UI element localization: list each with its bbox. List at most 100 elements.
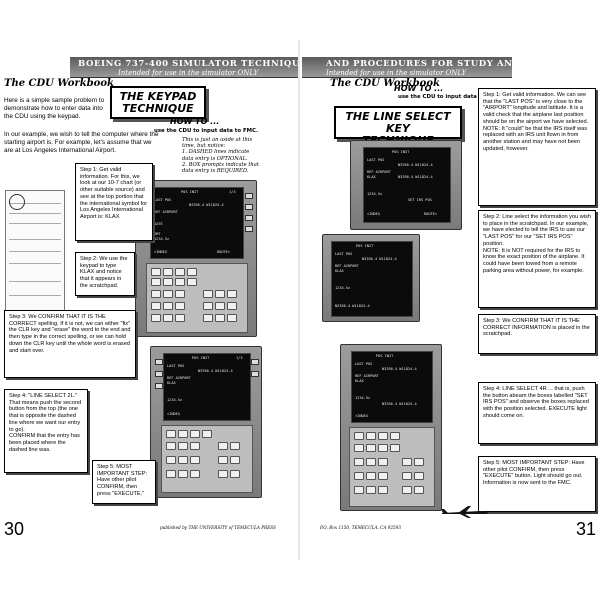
screen-last-pos-label-bottom: LAST POS [167,364,185,368]
keypad-key[interactable] [366,458,376,466]
keypad-key[interactable] [227,314,237,322]
howto-heading-right: HOW TO ... [394,84,444,93]
keypad-key[interactable] [163,268,173,276]
keypad-key[interactable] [366,472,376,480]
cdu-unit-top: POS INIT 1/3 LAST POS N3356.4 W11824.4 R… [135,180,257,337]
keypad-key[interactable] [354,458,364,466]
keypad-key[interactable] [354,486,364,494]
lsk-4r[interactable] [245,226,253,232]
keypad-key[interactable] [190,430,200,438]
screen-lat-lon-r1b: N3356.4 W11824.4 [398,175,433,179]
keypad-key[interactable] [354,444,364,452]
screen-index-prompt-bottom: <INDEX [167,412,180,416]
keypad-key[interactable] [227,302,237,310]
keypad-key[interactable] [218,456,228,464]
keypad-key[interactable] [151,290,161,298]
keypad-key[interactable] [178,456,188,464]
keypad-key[interactable] [203,302,213,310]
keypad-key[interactable] [151,314,161,322]
keypad-key[interactable] [163,290,173,298]
keypad-key[interactable] [178,470,188,478]
keypad-key[interactable] [190,456,200,464]
keypad-key[interactable] [187,278,197,286]
keypad-key[interactable] [378,486,388,494]
keypad-key[interactable] [378,444,388,452]
keypad-key[interactable] [390,444,400,452]
keypad-key[interactable] [163,314,173,322]
keypad-key[interactable] [414,486,424,494]
keypad-key[interactable] [414,472,424,480]
cdu-unit-right-1: POS INIT LAST POS N3356.4 W11824.4 REF A… [350,140,462,230]
right-header-subtitle: Intended for use in the simulator ONLY [326,69,467,77]
keypad-key[interactable] [166,430,176,438]
keypad-key[interactable] [215,302,225,310]
keypad-key[interactable] [378,458,388,466]
keypad-key[interactable] [354,472,364,480]
cdu-unit-right-2: POS INIT LAST POS N3356.4 W11824.4 REF A… [322,234,420,322]
keypad-key[interactable] [151,278,161,286]
keypad-key[interactable] [178,430,188,438]
keypad-key[interactable] [390,432,400,440]
right-header-band [302,57,512,78]
keypad-key[interactable] [190,442,200,450]
keypad-key[interactable] [175,268,185,276]
keypad-key[interactable] [215,314,225,322]
keypad-key[interactable] [402,458,412,466]
screen-gmt-label: GMT [154,232,161,236]
keypad-key[interactable] [190,470,200,478]
keypad-key[interactable] [166,470,176,478]
keypad-key[interactable] [187,268,197,276]
keypad-key[interactable] [354,432,364,440]
keypad-key[interactable] [230,456,240,464]
keypad-key[interactable] [378,432,388,440]
keypad-key[interactable] [178,442,188,450]
cdu-keypad-bottom [161,425,253,493]
keypad-key[interactable] [366,444,376,452]
lsk-1l-bottom[interactable] [155,359,163,365]
keypad-key[interactable] [203,314,213,322]
left-header-subtitle: Intended for use in the simulator ONLY [118,69,259,77]
lsk-3r[interactable] [245,215,253,221]
keypad-key[interactable] [230,442,240,450]
cdu-workbook-logo-right: The CDU Workbook [330,78,440,89]
keypad-key[interactable] [366,486,376,494]
keypad-key[interactable] [366,432,376,440]
keypad-key[interactable] [202,430,212,438]
keypad-key[interactable] [166,442,176,450]
cdu-keypad-right [349,427,435,507]
keypad-key[interactable] [402,486,412,494]
keypad-key[interactable] [402,472,412,480]
keypad-key[interactable] [163,302,173,310]
screen-last-pos-label: LAST POS [154,198,172,202]
keypad-key[interactable] [230,470,240,478]
keypad-key[interactable] [175,302,185,310]
lsk-2l-bottom[interactable] [155,371,163,377]
screen-lat-lon-bottom: N3356.4 W11824.4 [198,369,233,373]
keypad-key[interactable] [175,278,185,286]
keypad-key[interactable] [151,268,161,276]
keypad-key[interactable] [166,456,176,464]
keypad-key[interactable] [175,314,185,322]
keypad-key[interactable] [175,290,185,298]
keypad-key[interactable] [163,278,173,286]
keypad-key[interactable] [151,302,161,310]
keypad-key[interactable] [218,442,228,450]
lsk-1r[interactable] [245,193,253,199]
screen-ref-airport-r3: REF AIRPORT [355,374,379,378]
keypad-key[interactable] [215,290,225,298]
lsk-2r[interactable] [245,204,253,210]
lsk-3l-bottom[interactable] [155,383,163,389]
lsk-1r-bottom[interactable] [251,359,259,365]
keypad-key[interactable] [218,470,228,478]
cdu-screen-right-2: POS INIT LAST POS N3356.4 W11824.4 REF A… [331,241,413,317]
aside-note: This is just an aside at this time, but … [182,137,259,175]
keypad-key[interactable] [378,472,388,480]
cdu-keypad [146,263,248,333]
screen-index-r3: <INDEX [355,414,368,418]
keypad-key[interactable] [203,290,213,298]
keypad-key[interactable] [414,458,424,466]
keypad-key[interactable] [227,290,237,298]
screen-index-r1: <INDEX [367,212,380,216]
lsk-2r-bottom[interactable] [251,371,259,377]
cdu-screen-bottom: POS INIT 1/3 LAST POS N3356.4 W11824.4 R… [163,353,251,421]
